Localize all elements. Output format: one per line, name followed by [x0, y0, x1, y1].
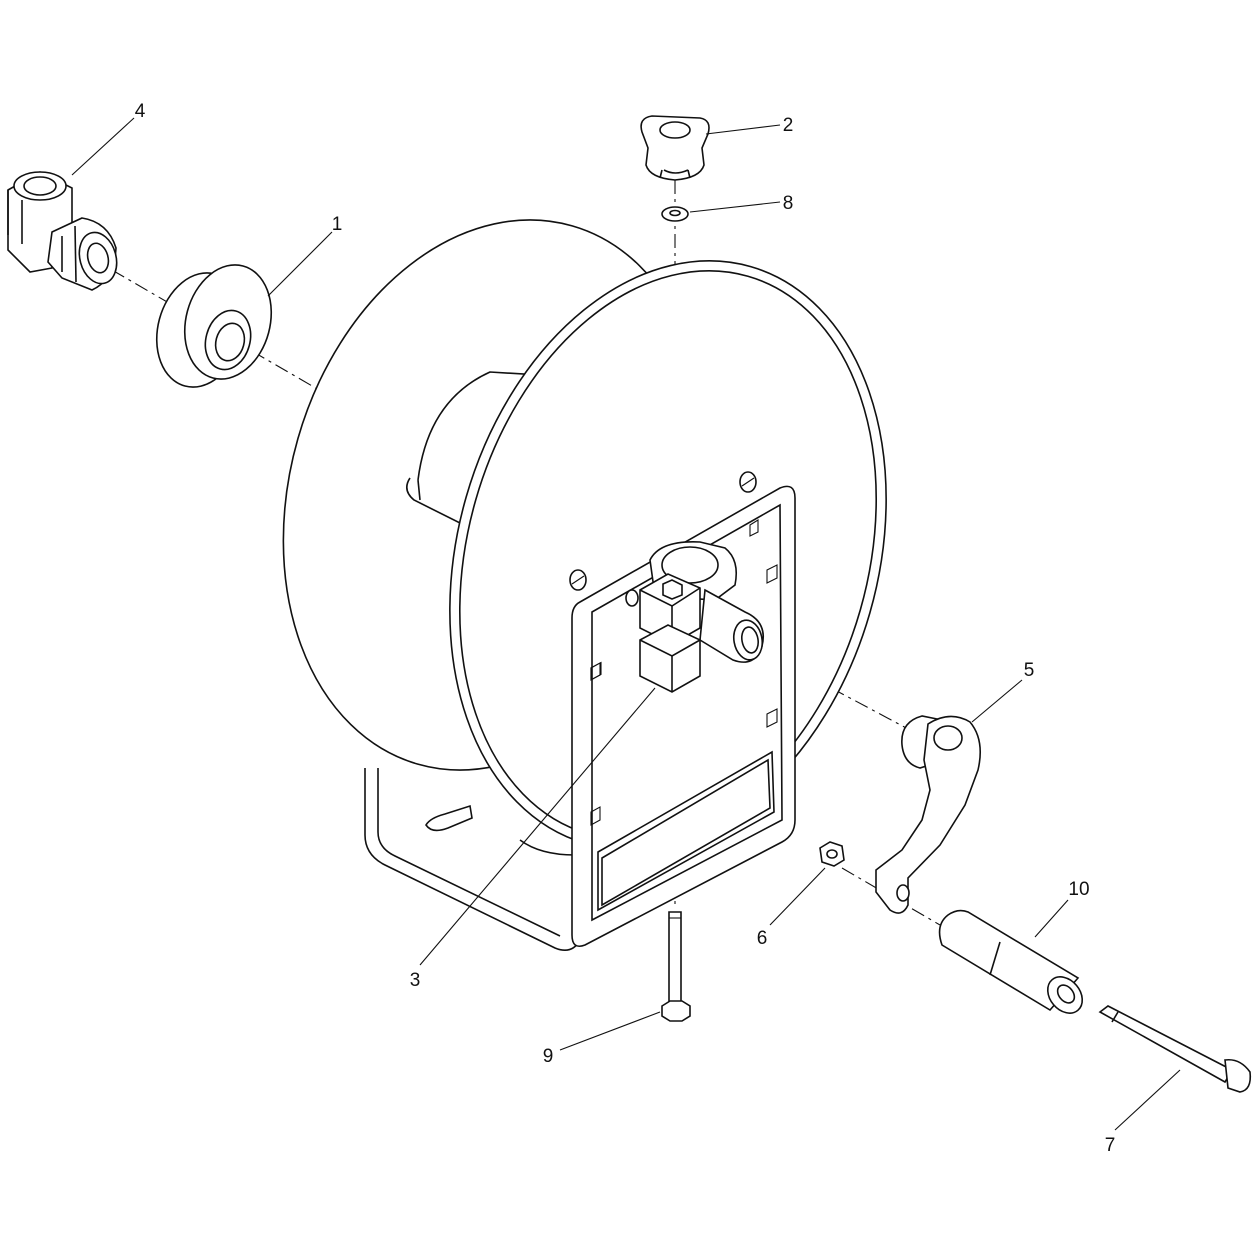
leader-2	[705, 124, 781, 135]
leader-3	[419, 687, 656, 966]
side-plate	[569, 471, 796, 948]
callout-4: 4	[135, 101, 146, 122]
callout-7: 7	[1105, 1135, 1116, 1156]
callout-3: 3	[410, 970, 421, 991]
hub-assembly	[649, 541, 764, 663]
reel-base-frame	[364, 768, 581, 951]
part-7-handle-pin	[1098, 1005, 1252, 1093]
leader-9	[559, 1011, 661, 1051]
part-3-swivel-block	[639, 573, 701, 693]
callout-8: 8	[783, 193, 794, 214]
leader-8	[689, 201, 781, 213]
leader-lines	[71, 117, 1181, 1131]
part-10-handle-grip	[938, 909, 1084, 1014]
callout-6: 6	[757, 928, 768, 949]
leader-4	[71, 117, 135, 176]
callout-2: 2	[783, 115, 794, 136]
callout-9: 9	[543, 1046, 554, 1067]
part-4-swivel-elbow	[7, 171, 118, 291]
callout-5: 5	[1024, 660, 1035, 681]
part-2-knob	[640, 115, 710, 181]
part-8-washer	[661, 206, 689, 222]
leader-7	[1114, 1069, 1181, 1131]
leader-1	[267, 231, 333, 297]
callout-1: 1	[332, 214, 343, 235]
leader-6	[769, 867, 826, 926]
axis-swivel	[111, 269, 346, 406]
part-5-crank-arm	[875, 715, 981, 914]
part-9-bolt	[661, 911, 691, 1022]
leader-10	[1034, 899, 1069, 938]
callout-labels: 4 1 2 8 5 6 10 3 9 7	[135, 101, 1116, 1156]
callout-10: 10	[1068, 879, 1089, 900]
leader-5	[971, 679, 1023, 723]
part-6-nut	[819, 841, 845, 867]
part-1-bushing	[155, 264, 273, 388]
